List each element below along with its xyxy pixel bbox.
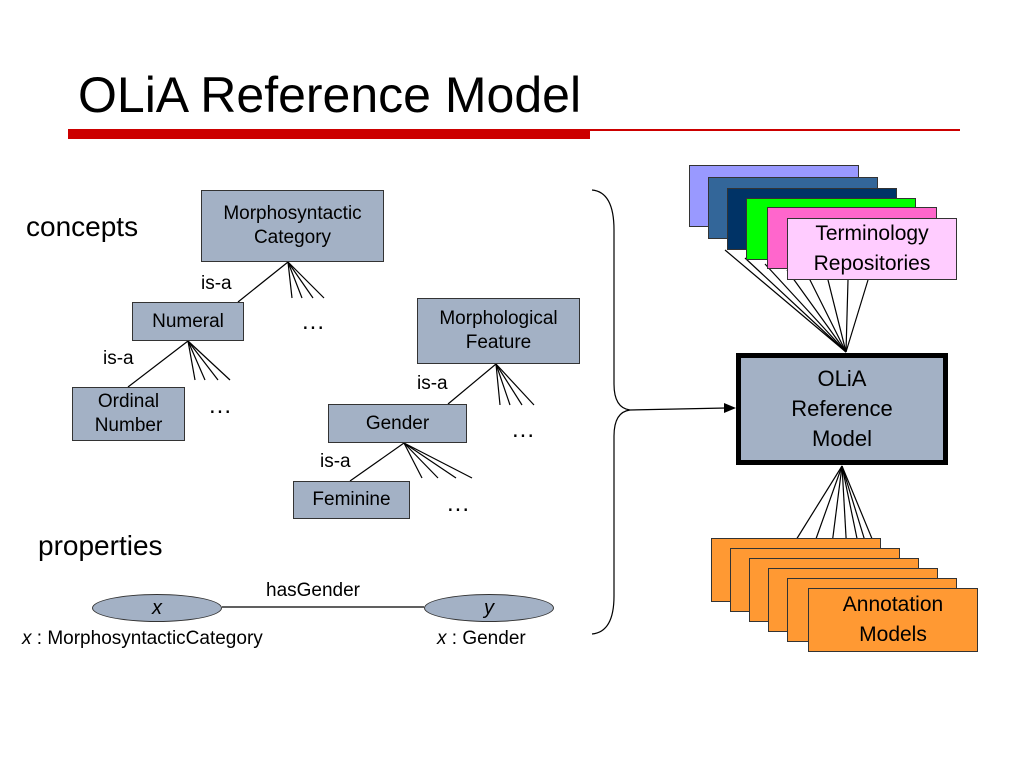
node-ordinal-number: Ordinal Number <box>72 387 185 441</box>
node-gender: Gender <box>328 404 467 443</box>
olia-reference-model: OLiA Reference Model <box>736 353 948 465</box>
domain-type-variable: x <box>22 628 32 649</box>
node-numeral: Numeral <box>132 302 244 341</box>
edge-label-isa: is-a <box>417 373 448 394</box>
range-type-label: x : Gender <box>437 628 526 650</box>
domain-type-text: : MorphosyntacticCategory <box>31 628 263 649</box>
terminology-repositories: Terminology Repositories <box>787 218 957 280</box>
title-underline-thick <box>68 129 590 139</box>
edge-label-isa: is-a <box>103 348 134 369</box>
page-title: OLiA Reference Model <box>78 67 582 123</box>
more-subclasses-ellipsis: ... <box>447 490 471 517</box>
concepts-heading: concepts <box>26 211 139 242</box>
more-subclasses-ellipsis: ... <box>302 308 326 335</box>
more-subclasses-ellipsis: ... <box>209 392 233 419</box>
range-type-text: : Gender <box>446 628 526 649</box>
node-morphological-feature: Morphological Feature <box>417 298 580 364</box>
edge-label-isa: is-a <box>320 451 351 472</box>
domain-variable: x <box>152 596 162 619</box>
more-subclasses-ellipsis: ... <box>512 416 536 443</box>
range-variable: y <box>484 596 494 619</box>
range-type-variable: x <box>437 628 447 649</box>
properties-heading: properties <box>38 530 163 561</box>
node-feminine: Feminine <box>293 481 410 519</box>
property-range-ellipse: y <box>424 594 554 622</box>
edge-label-isa: is-a <box>201 273 232 294</box>
property-name: hasGender <box>266 580 361 601</box>
property-domain-ellipse: x <box>92 594 222 622</box>
domain-type-label: x : MorphosyntacticCategory <box>22 628 263 650</box>
title-underline-thin <box>590 129 960 131</box>
node-morphosyntactic-category: Morphosyntactic Category <box>201 190 384 262</box>
annotation-models: Annotation Models <box>808 588 978 652</box>
